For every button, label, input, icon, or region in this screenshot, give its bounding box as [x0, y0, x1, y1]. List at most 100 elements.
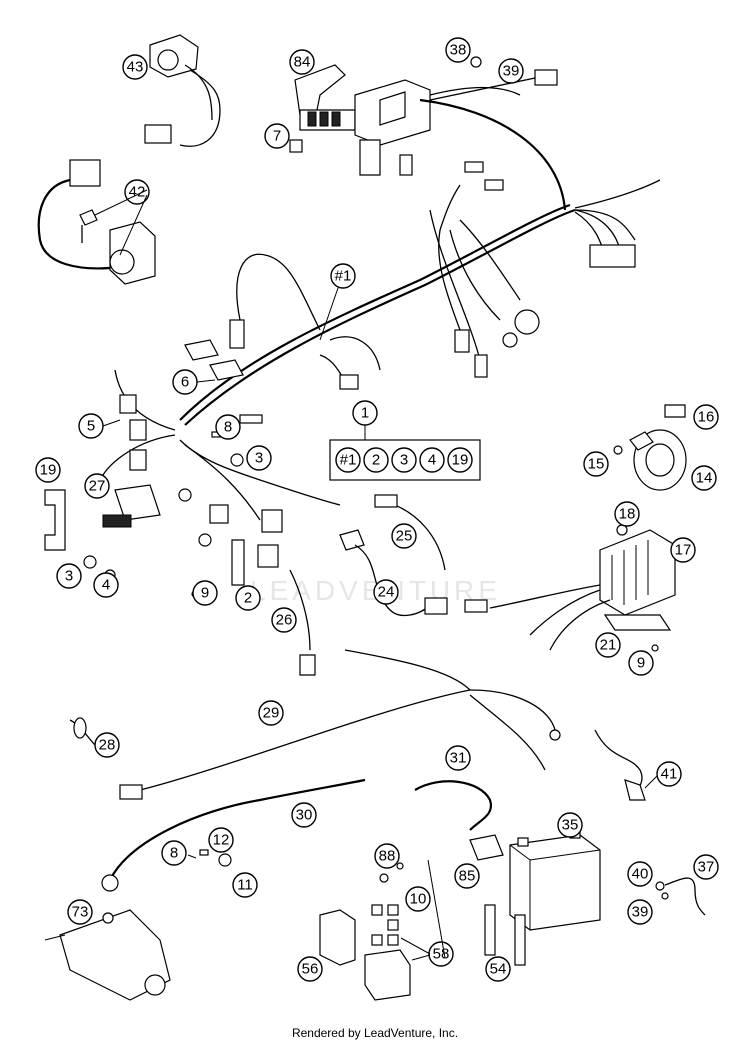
- svg-text:40: 40: [632, 866, 649, 883]
- svg-text:85: 85: [459, 868, 476, 885]
- fuse-box-assembly: [289, 56, 558, 176]
- svg-text:6: 6: [181, 374, 189, 391]
- footer-credit: Rendered by LeadVenture, Inc.: [291, 1026, 459, 1040]
- svg-text:25: 25: [396, 528, 413, 545]
- svg-text:73: 73: [72, 904, 89, 921]
- callout-5: 5: [78, 413, 104, 439]
- svg-text:4: 4: [428, 452, 436, 469]
- svg-text:37: 37: [698, 859, 715, 876]
- svg-text:2: 2: [244, 590, 252, 607]
- callout-37: 37: [693, 854, 719, 880]
- horn: [613, 404, 687, 491]
- callout-8-top: 8: [215, 414, 241, 440]
- callout-58: 58: [428, 941, 454, 967]
- svg-text:8: 8: [224, 419, 232, 436]
- svg-text:38: 38: [450, 42, 467, 59]
- kit-callout-3: 3: [391, 447, 417, 473]
- main-wiring-harness: [99, 98, 661, 568]
- callout-3-top: 3: [246, 445, 272, 471]
- callout-9-right: 9: [628, 650, 654, 676]
- svg-text:10: 10: [410, 891, 427, 908]
- kit-callout-2: 2: [363, 447, 389, 473]
- svg-text:84: 84: [294, 54, 311, 71]
- svg-text:8: 8: [170, 845, 178, 862]
- svg-text:56: 56: [302, 961, 319, 978]
- svg-text:3: 3: [255, 450, 263, 467]
- svg-text:12: 12: [213, 832, 230, 849]
- callout-24: 24: [373, 579, 399, 605]
- callout-12: 12: [208, 827, 234, 853]
- callout-9-mid: 9: [192, 580, 218, 606]
- callout-38: 38: [445, 37, 471, 63]
- svg-text:30: 30: [296, 807, 313, 824]
- svg-text:9: 9: [637, 655, 645, 672]
- callout-85: 85: [454, 863, 480, 889]
- callout-42: 42: [124, 179, 150, 205]
- svg-text:35: 35: [562, 817, 579, 834]
- svg-text:5: 5: [87, 418, 95, 435]
- svg-text:43: 43: [127, 59, 144, 76]
- kit-callout-1: #1: [335, 447, 361, 473]
- svg-text:#1: #1: [340, 452, 357, 469]
- svg-text:2: 2: [372, 452, 380, 469]
- starter-motor: [44, 909, 171, 1001]
- svg-text:14: 14: [696, 470, 713, 487]
- svg-text:19: 19: [452, 452, 469, 469]
- callout-73: 73: [67, 899, 93, 925]
- svg-text:54: 54: [490, 961, 507, 978]
- svg-text:21: 21: [600, 637, 617, 654]
- callout-14: 14: [691, 465, 717, 491]
- svg-text:19: 19: [40, 462, 57, 479]
- cable-30: [101, 778, 366, 892]
- callout-11: 11: [232, 872, 258, 898]
- svg-text:58: 58: [433, 946, 450, 963]
- svg-text:#1: #1: [335, 268, 352, 285]
- callout-18: 18: [614, 501, 640, 527]
- callout-15: 15: [583, 451, 609, 477]
- voltage-regulator: [464, 524, 676, 652]
- kit-callout-19: 19: [447, 447, 473, 473]
- kit-callout-4: 4: [419, 447, 445, 473]
- callout-6: 6: [172, 369, 198, 395]
- callout-1: 1: [352, 400, 378, 426]
- callout-26: 26: [271, 607, 297, 633]
- ground-cable-37: [655, 877, 706, 916]
- svg-text:4: 4: [102, 577, 110, 594]
- callout-2: 2: [235, 585, 261, 611]
- svg-text:31: 31: [450, 750, 467, 767]
- callout-8-bottom: 8: [161, 840, 187, 866]
- svg-text:24: 24: [378, 584, 395, 601]
- callout-7: 7: [264, 123, 290, 149]
- callout-43: 43: [122, 54, 148, 80]
- sensors: [289, 494, 448, 676]
- callout-1-harness: #1: [330, 263, 356, 289]
- svg-text:16: 16: [698, 409, 715, 426]
- relay-assembly: [319, 862, 411, 1001]
- callout-3-left: 3: [56, 563, 82, 589]
- svg-text:3: 3: [65, 568, 73, 585]
- callout-54: 54: [485, 956, 511, 982]
- svg-text:88: 88: [379, 848, 396, 865]
- svg-text:15: 15: [588, 456, 605, 473]
- svg-text:41: 41: [661, 766, 678, 783]
- svg-text:9: 9: [201, 585, 209, 602]
- svg-text:17: 17: [675, 542, 692, 559]
- callout-16: 16: [693, 404, 719, 430]
- svg-text:7: 7: [273, 128, 281, 145]
- handlebar-switch-42: [37, 159, 156, 285]
- callout-39-bottom: 39: [627, 899, 653, 925]
- callout-10: 10: [405, 886, 431, 912]
- callout-40: 40: [627, 861, 653, 887]
- sub-harness-29: [119, 649, 561, 800]
- callout-19: 19: [35, 457, 61, 483]
- callout-39-top: 39: [498, 58, 524, 84]
- callout-35: 35: [557, 812, 583, 838]
- callout-25: 25: [391, 523, 417, 549]
- callout-27: 27: [84, 473, 110, 499]
- callout-21: 21: [595, 632, 621, 658]
- callout-17: 17: [670, 537, 696, 563]
- callout-88: 88: [374, 843, 400, 869]
- svg-text:42: 42: [129, 184, 146, 201]
- svg-text:18: 18: [619, 506, 636, 523]
